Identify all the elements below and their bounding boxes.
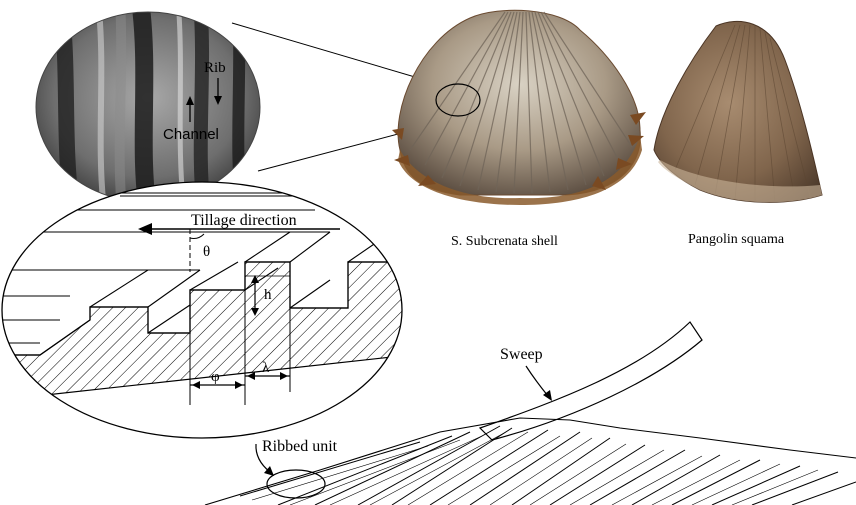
pangolin-caption: Pangolin squama xyxy=(688,232,785,247)
lambda-label: λ xyxy=(262,360,270,376)
ribbed-unit-label: Ribbed unit xyxy=(262,438,338,455)
h-label: h xyxy=(264,287,272,303)
cross-section-diagram: Tillage direction θ h φ λ xyxy=(0,182,410,438)
channel-label: Channel xyxy=(163,126,219,143)
sweep-label: Sweep xyxy=(500,346,543,363)
shell-caption: S. Subcrenata shell xyxy=(451,234,558,249)
rib-label: Rib xyxy=(204,60,226,76)
microscope-view: Rib Channel xyxy=(36,0,260,210)
tillage-direction-label: Tillage direction xyxy=(191,212,297,229)
pangolin-image xyxy=(654,21,822,202)
shell-image xyxy=(392,10,646,205)
zoom-line-top xyxy=(232,23,442,85)
phi-label: φ xyxy=(211,369,220,385)
theta-label: θ xyxy=(203,244,210,260)
sweep-pointer xyxy=(526,366,548,396)
